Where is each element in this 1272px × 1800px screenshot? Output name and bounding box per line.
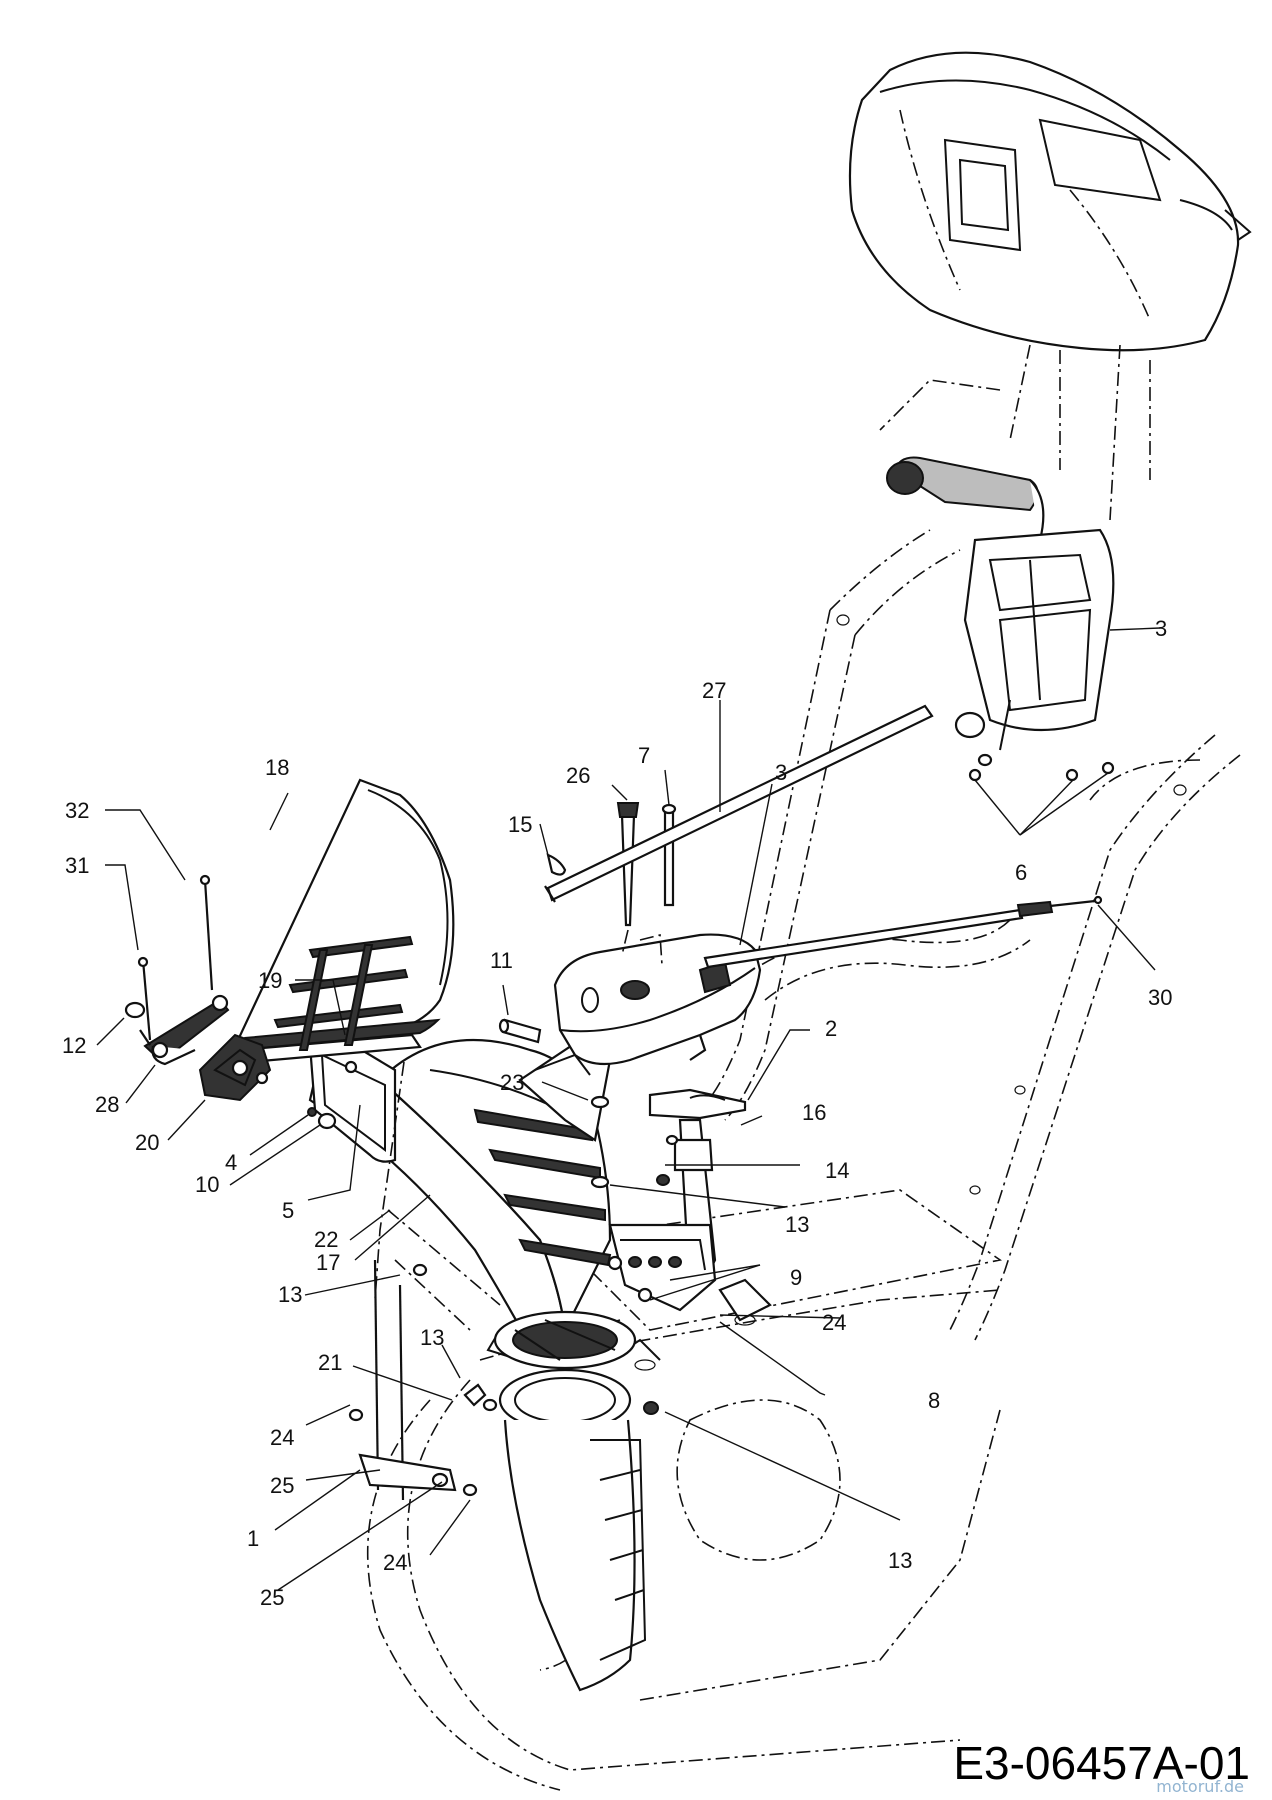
callout-21: 21	[318, 1350, 342, 1375]
pin-11	[498, 1018, 542, 1044]
cover-alignment-lines	[879, 344, 1151, 521]
deflector	[236, 778, 455, 1064]
callout-13: 13	[888, 1548, 912, 1573]
chute-control-assembly	[886, 456, 1115, 782]
lower-chute	[486, 1328, 661, 1692]
callout-13: 13	[785, 1212, 809, 1237]
callout-5: 5	[282, 1198, 294, 1223]
watermark: motoruf.de	[1156, 1777, 1244, 1796]
pivot-bracket	[124, 874, 230, 1066]
callout-1: 1	[247, 1526, 259, 1551]
drawing-code: E3-06457A-01	[953, 1737, 1250, 1789]
callout-2: 2	[825, 1016, 837, 1041]
callout-25: 25	[260, 1585, 284, 1610]
callout-8: 8	[928, 1388, 940, 1413]
callout-19: 19	[258, 968, 282, 993]
callout-9: 9	[790, 1265, 802, 1290]
cable	[703, 895, 1103, 969]
callout-10: 10	[195, 1172, 219, 1197]
callout-30: 30	[1148, 985, 1172, 1010]
callout-3: 3	[775, 760, 787, 785]
callout-13: 13	[278, 1282, 302, 1307]
callout-27: 27	[702, 678, 726, 703]
callout-12: 12	[62, 1033, 86, 1058]
bolt-guide-line	[639, 933, 663, 966]
callout-24: 24	[822, 1310, 846, 1335]
callout-25: 25	[270, 1473, 294, 1498]
callout-17: 17	[316, 1250, 340, 1275]
callout-32: 32	[65, 798, 89, 823]
callout-23: 23	[500, 1070, 524, 1095]
callout-20: 20	[135, 1130, 159, 1155]
callout-15: 15	[508, 812, 532, 837]
cotter-pin	[546, 853, 567, 876]
leader-lines	[96, 627, 1161, 1591]
bolt-icon	[968, 761, 1115, 782]
adjustment-knob	[198, 1033, 272, 1102]
callout-28: 28	[95, 1092, 119, 1117]
dashboard-cover	[848, 51, 1252, 352]
vertical-rods	[358, 1259, 457, 1501]
callout-3: 3	[1155, 616, 1167, 641]
callout-13: 13	[420, 1325, 444, 1350]
callout-14: 14	[825, 1158, 849, 1183]
callout-6: 6	[1015, 860, 1027, 885]
bolt-26	[616, 802, 640, 927]
callout-26: 26	[566, 763, 590, 788]
bolt-guide-line	[621, 929, 629, 956]
callout-7: 7	[638, 743, 650, 768]
callout-4: 4	[225, 1150, 237, 1175]
handle-frame	[699, 529, 1241, 1341]
callout-31: 31	[65, 853, 89, 878]
callout-24: 24	[270, 1425, 294, 1450]
bolt-7	[661, 803, 677, 907]
callout-labels: 32 31 12 28 20 18 19 4 10 5 22 17 13 13 …	[62, 616, 1172, 1610]
control-rod	[544, 704, 934, 903]
callout-11: 11	[490, 948, 513, 973]
spring-21	[463, 1383, 487, 1407]
chute-bracket	[607, 1088, 747, 1312]
deflector-alignment-lines	[374, 1061, 501, 1331]
callout-18: 18	[265, 755, 289, 780]
callout-22: 22	[314, 1227, 338, 1252]
washer-icon	[344, 1060, 679, 1497]
callout-24: 24	[383, 1550, 407, 1575]
callout-16: 16	[802, 1100, 826, 1125]
